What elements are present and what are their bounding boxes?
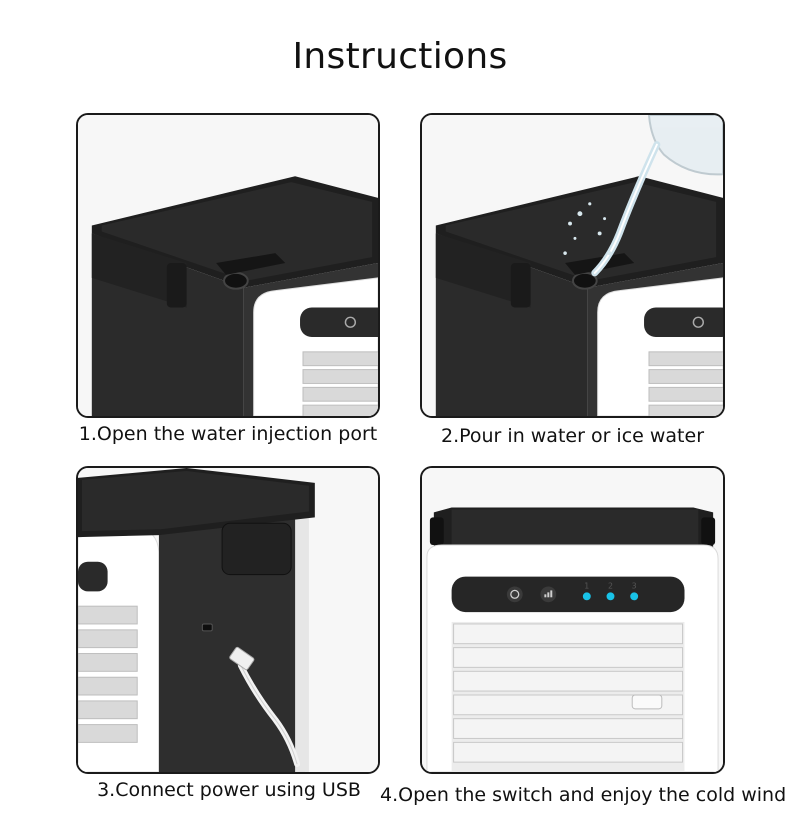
cooler-usb-illustration	[78, 468, 378, 772]
speed-indicator-2	[606, 592, 615, 601]
speed-indicator-3	[630, 592, 639, 601]
step-2-caption: 2.Pour in water or ice water	[440, 425, 705, 447]
cooler-pour-water-illustration	[422, 115, 723, 416]
cooler-front-panel-illustration: 1 2 3	[422, 468, 723, 772]
step-1-image	[76, 113, 380, 418]
speed-indicator-1	[582, 592, 591, 601]
step-4-image: 1 2 3	[420, 466, 725, 774]
step-3-image	[76, 466, 380, 774]
step-3-caption: 3.Connect power using USB	[97, 779, 361, 801]
step-2-image	[420, 113, 725, 418]
cooler-top-open-illustration	[78, 115, 378, 416]
speed-label-1: 1	[584, 581, 589, 590]
page-title: Instructions	[292, 36, 508, 77]
speed-label-2: 2	[608, 581, 613, 590]
step-4-caption: 4.Open the switch and enjoy the cold win…	[380, 784, 787, 806]
step-1-caption: 1.Open the water injection port	[78, 423, 378, 445]
speed-label-3: 3	[632, 581, 637, 590]
